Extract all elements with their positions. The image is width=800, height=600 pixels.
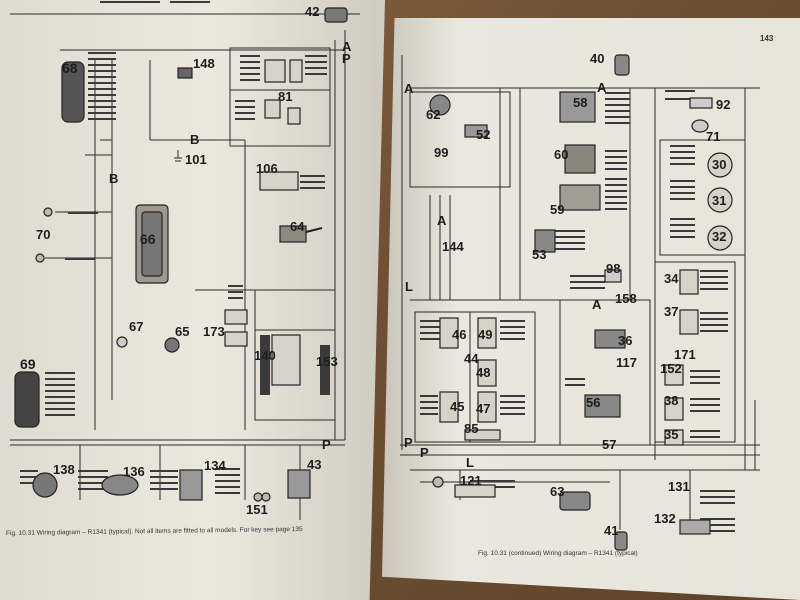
component-59-label: 59 bbox=[550, 202, 565, 217]
component-64-label: 64 bbox=[290, 219, 305, 234]
bus-label-a: A bbox=[342, 39, 352, 54]
component-41-label: 41 bbox=[604, 523, 619, 538]
component-158-label: 158 bbox=[615, 291, 637, 306]
component-153-label: 153 bbox=[316, 354, 338, 369]
component-62-label: 62 bbox=[426, 107, 441, 122]
bus-label-a-top: A bbox=[597, 80, 607, 95]
component-53-label: 53 bbox=[532, 247, 547, 262]
component-131-label: 131 bbox=[668, 479, 690, 494]
component-99-label: 99 bbox=[434, 145, 449, 160]
component-144-label: 144 bbox=[442, 239, 464, 254]
component-66-label: 66 bbox=[140, 231, 156, 247]
bus-label-p-top: P bbox=[342, 51, 351, 66]
component-152-label: 152 bbox=[660, 361, 682, 376]
bus-label-p-lower: P bbox=[420, 445, 429, 460]
left-page: 68 148 81 101 106 66 70 64 67 65 173 140… bbox=[0, 0, 385, 600]
component-46-label: 46 bbox=[452, 327, 467, 342]
component-48-label: 48 bbox=[476, 365, 491, 380]
component-58-label: 58 bbox=[573, 95, 588, 110]
component-171-label: 171 bbox=[674, 347, 696, 362]
right-page: 143 40 58 92 62 52 71 99 60 30 59 31 144… bbox=[382, 18, 800, 600]
component-117-label: 117 bbox=[616, 355, 637, 370]
component-81-label: 81 bbox=[278, 89, 293, 104]
bus-label-b-vertical: B bbox=[109, 171, 119, 186]
component-42-label: 42 bbox=[305, 4, 320, 19]
component-30-label: 30 bbox=[712, 157, 727, 172]
component-134-label: 134 bbox=[204, 458, 226, 473]
component-35-label: 35 bbox=[664, 427, 679, 442]
component-44-label: 44 bbox=[464, 351, 479, 366]
component-36-label: 36 bbox=[618, 333, 633, 348]
component-69-label: 69 bbox=[20, 356, 36, 372]
component-56-label: 56 bbox=[586, 395, 601, 410]
component-47-label: 47 bbox=[476, 401, 491, 416]
component-43-label: 43 bbox=[307, 457, 322, 472]
bus-label-a-middle: A bbox=[437, 213, 447, 228]
page-number: 143 bbox=[760, 34, 774, 43]
component-85-label: 85 bbox=[464, 421, 479, 436]
component-34-label: 34 bbox=[664, 271, 679, 286]
component-49-label: 49 bbox=[478, 327, 493, 342]
component-173-label: 173 bbox=[203, 324, 225, 339]
bus-label-l-bottom: L bbox=[466, 455, 474, 470]
bus-label-p-bottom: P bbox=[322, 437, 331, 452]
component-37-label: 37 bbox=[664, 304, 679, 319]
component-67-label: 67 bbox=[129, 319, 144, 334]
bus-label-a-lower: A bbox=[592, 297, 602, 312]
component-132-label: 132 bbox=[654, 511, 676, 526]
component-63-label: 63 bbox=[550, 484, 565, 499]
component-92-label: 92 bbox=[716, 97, 731, 112]
component-138-label: 138 bbox=[53, 462, 75, 477]
component-38-label: 38 bbox=[664, 393, 679, 408]
component-52-label: 52 bbox=[476, 127, 491, 142]
component-106-label: 106 bbox=[256, 161, 278, 176]
component-68-label: 68 bbox=[62, 60, 78, 76]
bus-label-a-left: A bbox=[404, 81, 414, 96]
component-31-label: 31 bbox=[712, 193, 727, 208]
component-70-label: 70 bbox=[36, 227, 51, 242]
left-wiring-diagram bbox=[10, 1, 360, 520]
right-wiring-diagram bbox=[400, 54, 760, 551]
component-40-label: 40 bbox=[590, 51, 605, 66]
component-140-label: 140 bbox=[254, 348, 276, 363]
component-121-label: 121 bbox=[460, 473, 482, 488]
component-98-label: 98 bbox=[606, 261, 621, 276]
component-65-label: 65 bbox=[175, 324, 190, 339]
component-71-label: 71 bbox=[706, 129, 721, 144]
component-136-label: 136 bbox=[123, 464, 145, 479]
bus-label-p-upper: P bbox=[404, 435, 413, 450]
bus-label-l-left: L bbox=[405, 279, 413, 294]
component-148-label: 148 bbox=[193, 56, 215, 71]
right-figure-caption: Fig. 10.31 (continued) Wiring diagram – … bbox=[478, 550, 638, 557]
component-32-label: 32 bbox=[712, 229, 727, 244]
component-57-label: 57 bbox=[602, 437, 617, 452]
component-101-label: 101 bbox=[185, 152, 207, 167]
component-151-label: 151 bbox=[246, 502, 268, 517]
component-45-label: 45 bbox=[450, 399, 465, 414]
bus-label-b-horizontal: B bbox=[190, 132, 200, 147]
component-60-label: 60 bbox=[554, 147, 569, 162]
